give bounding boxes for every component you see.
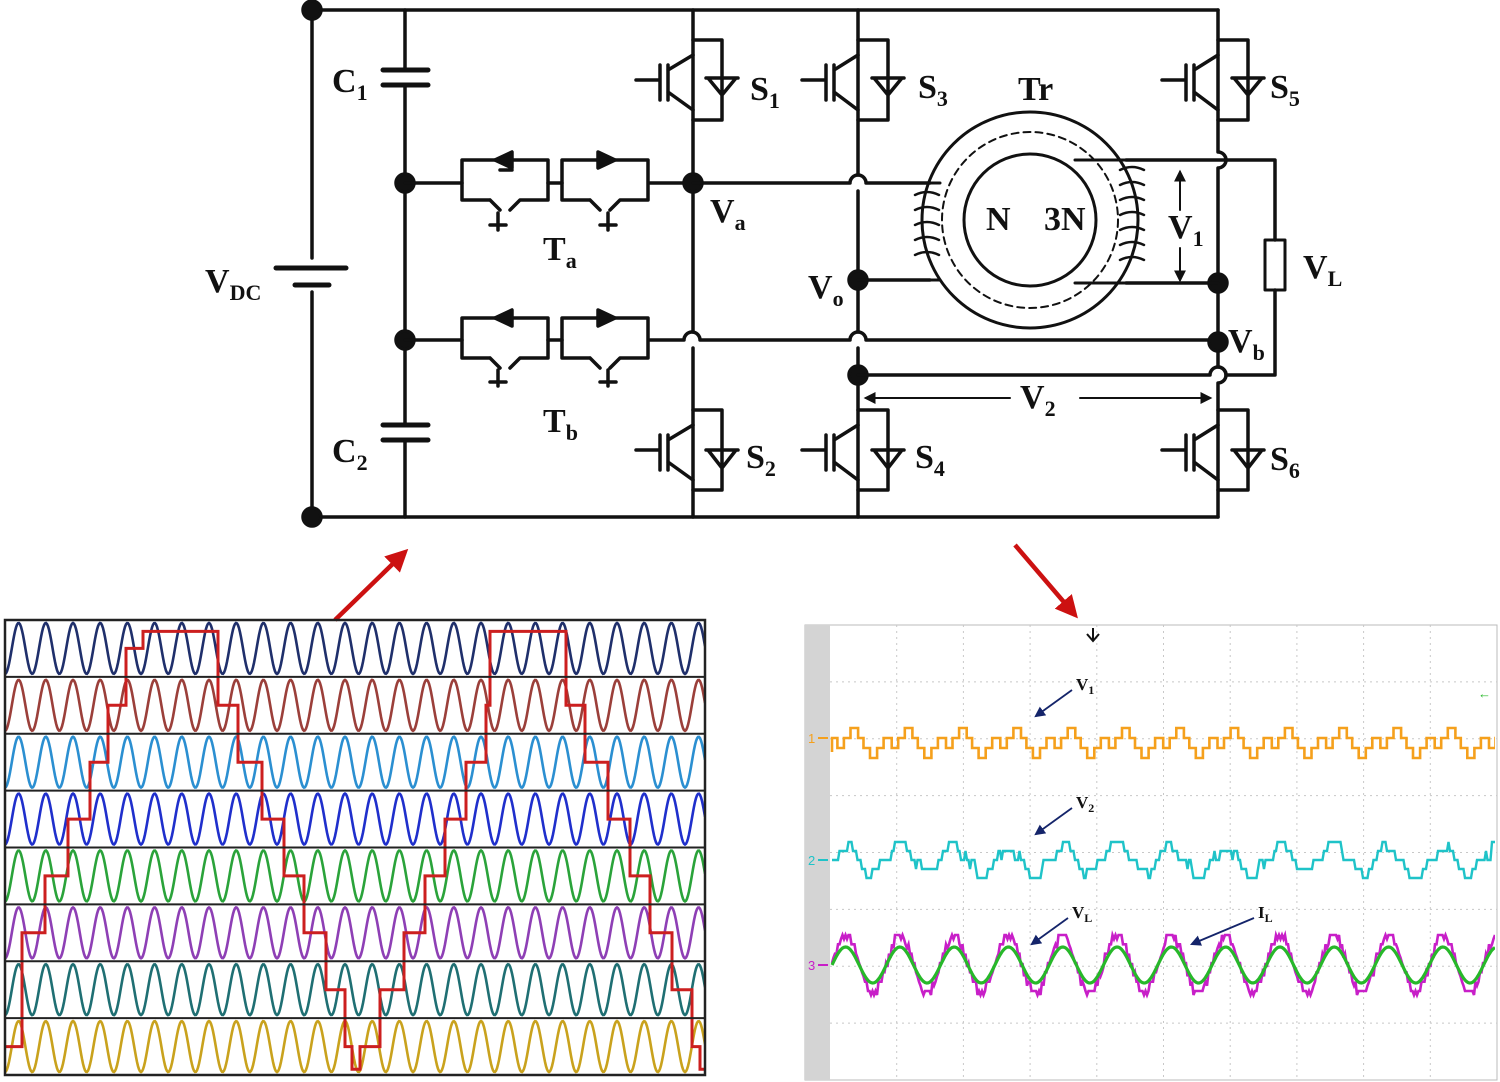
leg-a [634,8,740,519]
capacitor-column [380,8,431,519]
scope-label-main: I [1258,903,1265,922]
dc-source [273,0,349,528]
pointer-arrow-modulation [333,548,409,622]
label-secondary-turns: 3N [1044,201,1086,238]
scope-side-strip [805,625,830,1080]
switch-tb [403,308,1220,388]
annotation-arrow [1190,917,1255,946]
inverter-schematic [273,0,1287,528]
load-resistor [1263,238,1287,292]
scope-label-sub: L [1084,911,1092,925]
channel-marker-2: 2 [808,853,815,868]
scope-label-3: VL [1072,903,1092,925]
label-vb: Vb [1228,323,1265,365]
label-vdc: VDC [205,263,261,305]
carrier-band-1 [5,621,705,676]
label-tb: Tb [543,403,578,445]
scope-label-main: V [1072,903,1085,922]
carrier-band-4 [5,792,705,847]
trace-v1 [830,726,1495,760]
staircase-reference [5,629,705,1071]
label-s4: S4 [915,439,945,481]
switch-ta [403,150,690,232]
scope-label-2: V2 [1076,793,1094,815]
circuit-labels: VDC C1 C2 Ta Tb Va Vo Vb S1 S2 S3 S4 S5 … [205,63,1342,483]
label-vo: Vo [808,269,844,311]
scope-label-1: V1 [1076,675,1094,697]
scope-label-sub: 1 [1088,683,1094,697]
carrier-band-2 [5,678,705,733]
label-va: Va [710,193,746,235]
toroidal-transformer [913,110,1146,330]
trace-il [830,945,1495,985]
annotation-arrow [1034,807,1073,836]
multicarrier-pwm-panel [3,618,707,1077]
scope-label-main: V [1076,793,1089,812]
scope-label-main: V [1076,675,1089,694]
label-c1: C1 [332,63,368,105]
pwm-frame [3,618,707,1077]
annotation-arrow [1034,689,1073,718]
channel-marker-3: 3 [808,958,815,973]
pointer-arrow-scope [1013,543,1078,619]
carrier-band-3 [5,735,705,790]
label-tr: Tr [1018,71,1053,108]
carrier-band-8 [5,1019,705,1074]
carrier-band-6 [5,905,705,960]
trace-v2 [832,840,1495,880]
scope-label-4: IL [1258,903,1273,925]
scope-label-sub: L [1265,911,1273,925]
carrier-band-5 [5,848,705,903]
label-s5: S5 [1270,69,1300,111]
label-c2: C2 [332,433,368,475]
channel-marker-1: 1 [808,731,815,746]
label-s2: S2 [746,439,776,481]
label-v2: V2 [1020,379,1056,421]
scope-label-sub: 2 [1088,801,1094,815]
label-ta: Ta [543,231,577,273]
trigger-level-icon: ← [1478,686,1491,701]
trigger-position-icon [1086,628,1100,643]
annotation-arrow [1030,917,1069,946]
leg-b [856,8,1277,519]
label-s6: S6 [1270,441,1300,483]
carrier-band-7 [5,962,705,1017]
label-s1: S1 [750,71,780,113]
label-primary-turns: N [986,201,1011,238]
label-vl: VL [1303,249,1342,291]
label-v1: V1 [1168,209,1204,251]
trace-vl [830,929,1495,999]
label-s3: S3 [918,69,948,111]
